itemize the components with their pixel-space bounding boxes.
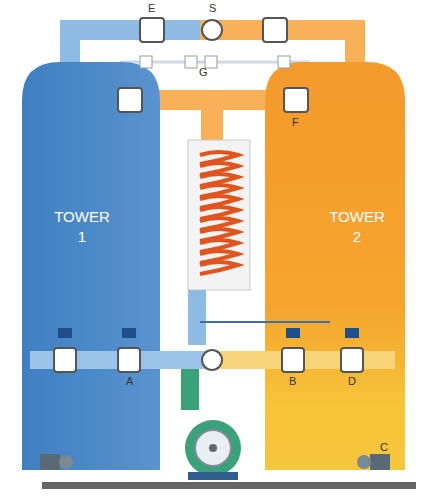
- base-rail: [42, 482, 416, 489]
- blower: [185, 420, 241, 476]
- valve: [54, 18, 363, 372]
- drain-valve: [370, 454, 390, 470]
- blower: [209, 444, 217, 452]
- heater-coil: [200, 152, 238, 274]
- blower-base: [188, 472, 238, 480]
- valve-letter: A: [126, 375, 133, 387]
- pipe: [200, 321, 330, 323]
- valve-letter: B: [289, 375, 296, 387]
- actuator: [58, 328, 359, 338]
- valve-letter: G: [199, 66, 208, 78]
- tower-label: TOWER 2: [329, 207, 385, 247]
- drain-valve: [59, 455, 73, 469]
- tower-body: [265, 62, 405, 470]
- tower-label: TOWER 1: [54, 207, 110, 247]
- drain-valve: [40, 454, 60, 470]
- small-valve: [140, 56, 290, 68]
- valve-letter: E: [148, 2, 155, 14]
- heater-housing: [188, 140, 250, 290]
- pipe: [188, 290, 206, 345]
- blower: [195, 430, 231, 466]
- drain-valve: [357, 455, 371, 469]
- valve-letter: C: [380, 441, 388, 453]
- tower: TOWER 2: [265, 62, 405, 470]
- tower: TOWER 1: [22, 62, 160, 470]
- valve-letter: D: [348, 375, 356, 387]
- valve-letter: S: [209, 2, 216, 14]
- valve-letter: F: [292, 116, 299, 128]
- tower-body: [22, 62, 160, 470]
